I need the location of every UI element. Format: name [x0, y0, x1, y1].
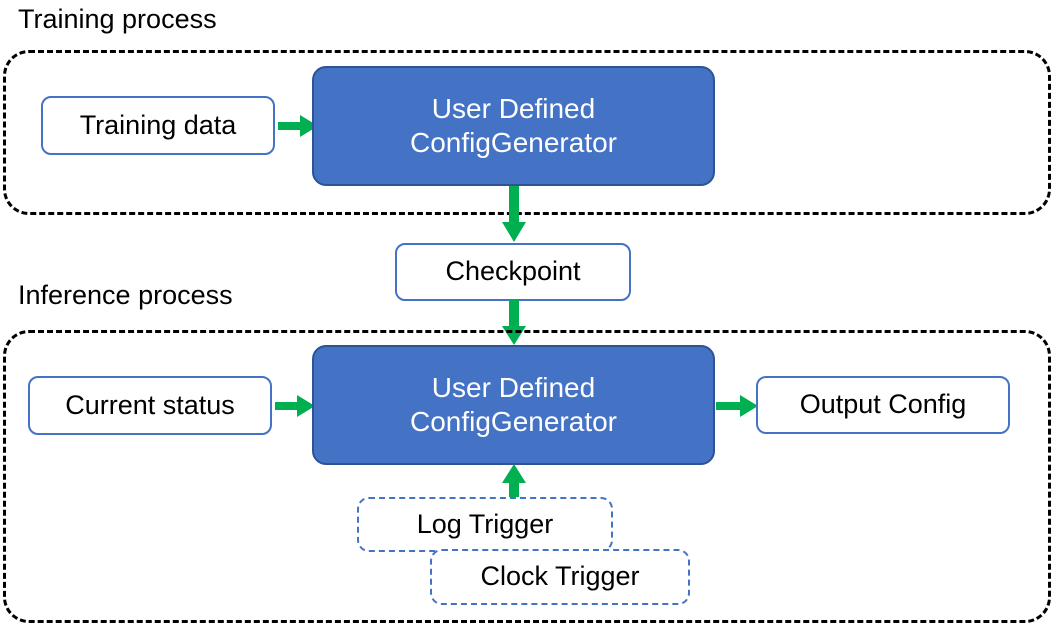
- checkpoint-box[interactable]: Checkpoint: [395, 243, 631, 301]
- inference-process-caption: Inference process: [18, 280, 233, 310]
- checkpoint-label: Checkpoint: [445, 256, 581, 287]
- inference-process-container: [3, 330, 1051, 623]
- log-trigger-box[interactable]: Log Trigger: [357, 497, 613, 552]
- clock-trigger-box[interactable]: Clock Trigger: [430, 549, 690, 605]
- training-config-generator-box[interactable]: User Defined ConfigGenerator: [312, 66, 715, 186]
- training-process-caption: Training process: [18, 4, 217, 34]
- inference-config-generator-line2: ConfigGenerator: [409, 406, 617, 437]
- output-config-box[interactable]: Output Config: [756, 376, 1010, 434]
- log-trigger-label: Log Trigger: [416, 508, 554, 539]
- training-data-box[interactable]: Training data: [41, 96, 275, 155]
- training-config-generator-line2: ConfigGenerator: [409, 127, 617, 158]
- inference-config-generator-box[interactable]: User Defined ConfigGenerator: [312, 345, 715, 465]
- training-config-generator-line1: User Defined: [431, 92, 596, 124]
- training-data-label: Training data: [79, 109, 237, 140]
- inference-config-generator-line1: User Defined: [431, 371, 596, 403]
- current-status-box[interactable]: Current status: [28, 376, 272, 435]
- clock-trigger-label: Clock Trigger: [480, 561, 640, 592]
- current-status-label: Current status: [65, 389, 235, 420]
- output-config-label: Output Config: [799, 389, 967, 420]
- training-process-container: [3, 50, 1051, 215]
